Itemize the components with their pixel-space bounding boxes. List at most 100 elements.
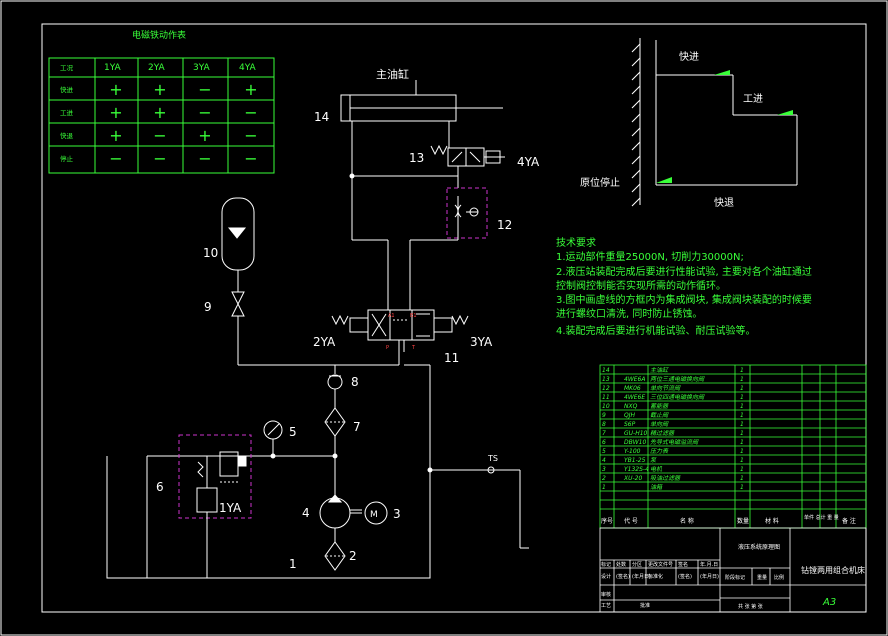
parts-list: 14 主油缸 1 13 4WE6A 两位三通电磁换向阀 1 12 MK06 单向… xyxy=(599,364,867,529)
parts-header-weight: 单件 总计 重 量 xyxy=(804,514,839,521)
parts-qty: 1 xyxy=(740,367,744,374)
action-cell: − xyxy=(244,126,257,145)
parts-name: 两位三通电磁换向阀 xyxy=(650,375,705,383)
parts-code: NXQ xyxy=(624,403,638,410)
title-cell: (年月日) xyxy=(632,573,651,580)
action-table: 电磁铁动作表 工况 1YA 2YA 3YA 4YA 快进 工进 快退 停止 + … xyxy=(48,29,275,174)
parts-header-no: 序号 xyxy=(601,517,613,525)
parts-no: 14 xyxy=(602,367,610,374)
solenoid-4YA: 4YA xyxy=(517,155,540,169)
parts-code: GU-H10 xyxy=(624,430,648,437)
parts-code: QJH xyxy=(624,412,635,419)
parts-name: 三位四通电磁换向阀 xyxy=(650,393,705,401)
title-cell: 处数 xyxy=(616,561,626,568)
action-cell: − xyxy=(198,149,211,168)
parts-header-remark: 备 注 xyxy=(842,517,856,525)
parts-name: 单向节流阀 xyxy=(650,384,681,392)
throttle-check-valve-box xyxy=(446,187,488,239)
parts-name: 先导式电磁溢流阀 xyxy=(650,438,699,446)
action-table-header-3: 3YA xyxy=(193,63,211,73)
action-table-header-1: 1YA xyxy=(104,63,122,73)
title-cell: 签名 xyxy=(678,561,688,568)
parts-name: 精过滤器 xyxy=(650,429,675,437)
action-cell: − xyxy=(153,126,166,145)
action-cell: − xyxy=(198,103,211,122)
action-cell: − xyxy=(244,149,257,168)
parts-name: 单向阀 xyxy=(650,420,669,428)
parts-no: 11 xyxy=(602,394,610,401)
tech-title: 技术要求 xyxy=(556,236,596,249)
action-cell: + xyxy=(109,126,122,145)
component-number: 9 xyxy=(204,300,212,314)
parts-no: 3 xyxy=(602,466,606,473)
parts-qty: 1 xyxy=(740,457,744,464)
parts-qty: 1 xyxy=(740,466,744,473)
action-table-header-4: 4YA xyxy=(239,63,257,73)
tech-line: 2.液压站装配完成后要进行性能试验, 主要对各个油缸通过 xyxy=(556,265,812,278)
parts-code: Y-100 xyxy=(624,448,641,455)
parts-header-qty: 数量 xyxy=(737,517,749,525)
motor xyxy=(364,501,388,525)
parts-code: 4WE6A xyxy=(624,376,645,383)
parts-name: 主油缸 xyxy=(650,366,669,374)
hydraulic-schematic xyxy=(106,80,529,579)
parts-no: 6 xyxy=(602,439,606,446)
title-cell: 重量 xyxy=(757,574,767,581)
action-row-label: 停止 xyxy=(60,154,74,163)
component-number: 14 xyxy=(314,110,329,124)
parts-qty: 1 xyxy=(740,439,744,446)
component-number: 3 xyxy=(393,507,401,521)
component-number: 12 xyxy=(497,218,512,232)
parts-code: XU-20 xyxy=(623,475,642,482)
parts-name: 泵 xyxy=(650,457,657,464)
parts-code: S6P xyxy=(624,421,636,428)
parts-no: 10 xyxy=(602,403,610,410)
parts-no: 13 xyxy=(602,376,610,383)
cycle-label-stop: 原位停止 xyxy=(580,176,620,189)
title-cell: 标记 xyxy=(601,561,611,568)
action-cell: − xyxy=(198,80,211,99)
parts-header-name: 名 称 xyxy=(680,517,694,525)
component-number: 2 xyxy=(349,549,357,563)
parts-no: 7 xyxy=(602,430,606,437)
motion-cycle-diagram: 快进 工进 快退 原位停止 xyxy=(580,38,798,209)
component-number: 1 xyxy=(289,557,297,571)
parts-no: 9 xyxy=(602,412,606,419)
title-cell: (签名) xyxy=(678,573,692,580)
port-label: B1 xyxy=(410,313,417,319)
shut-off-valve xyxy=(231,291,245,317)
port-label: P xyxy=(386,345,389,351)
drawing-frame xyxy=(41,23,867,613)
parts-no: 12 xyxy=(602,385,610,392)
parts-no: 1 xyxy=(602,484,606,491)
cycle-label-rapid-return: 快退 xyxy=(714,197,734,209)
tank xyxy=(106,456,431,579)
parts-name: 吸油过滤器 xyxy=(650,474,681,482)
tech-requirements: 技术要求 1.运动部件重量25000N, 切削力30000N; 2.液压站装配完… xyxy=(556,236,812,337)
solenoid-2YA: 2YA xyxy=(313,335,336,349)
check-valve xyxy=(327,374,343,390)
action-cell: + xyxy=(153,80,166,99)
motor-symbol: M xyxy=(370,510,378,520)
parts-no: 8 xyxy=(602,421,606,428)
parts-name: 截止阀 xyxy=(650,411,669,419)
action-cell: + xyxy=(109,80,122,99)
parts-qty: 1 xyxy=(740,385,744,392)
cylinder-label: 主油缸 xyxy=(376,67,409,81)
parts-no: 4 xyxy=(602,457,606,464)
action-cell: + xyxy=(153,103,166,122)
parts-no: 2 xyxy=(602,475,606,482)
action-cell: − xyxy=(109,149,122,168)
parts-qty: 1 xyxy=(740,421,744,428)
company-name: 钻镗两用组合机床 xyxy=(801,565,865,575)
parts-name: 电机 xyxy=(650,465,663,473)
tech-line: 1.运动部件重量25000N, 切削力30000N; xyxy=(556,250,744,263)
parts-qty: 1 xyxy=(740,448,744,455)
action-table-title: 电磁铁动作表 xyxy=(132,29,186,41)
parts-qty: 1 xyxy=(740,430,744,437)
title-cell: 审核 xyxy=(601,591,611,598)
action-row-label: 快退 xyxy=(60,131,74,140)
parts-qty: 1 xyxy=(740,376,744,383)
title-cell: 批准 xyxy=(640,602,650,609)
component-number: 13 xyxy=(409,151,424,165)
